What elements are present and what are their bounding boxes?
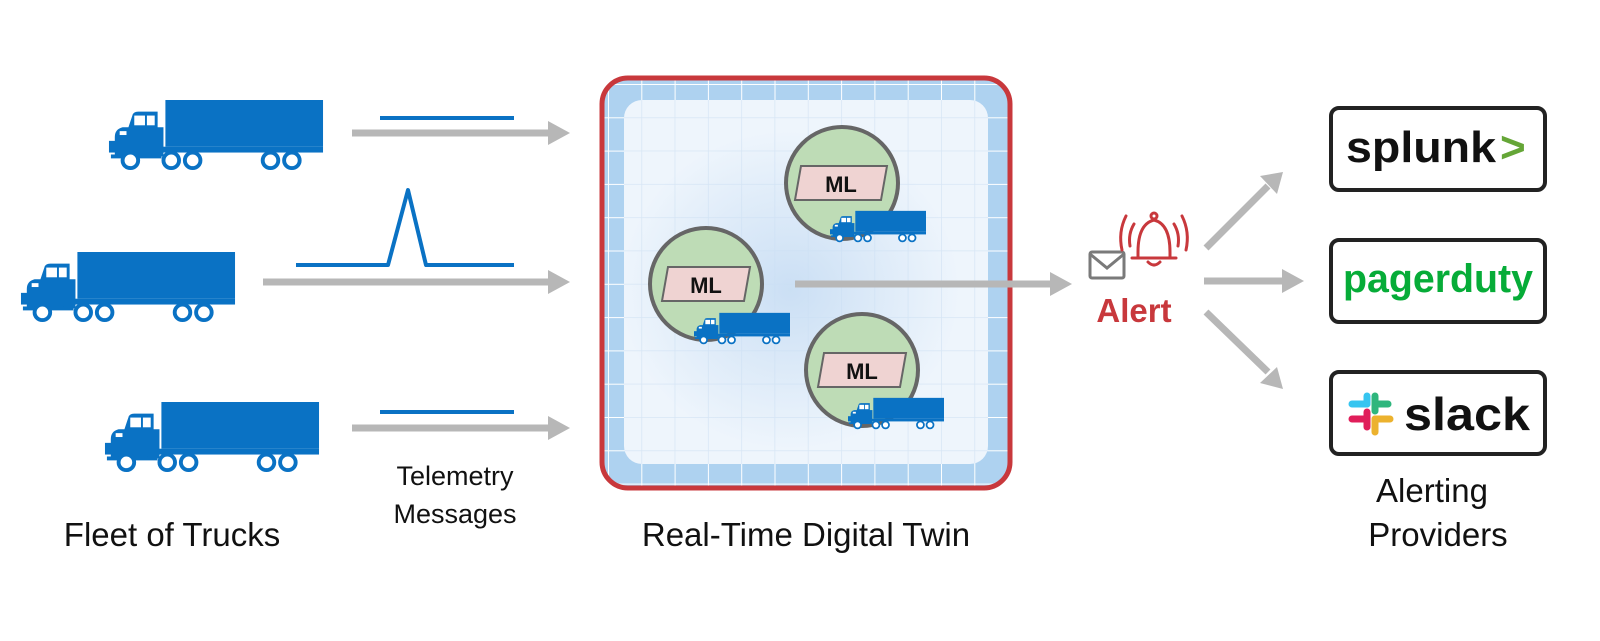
splunk-logo-text: splunk (1346, 123, 1497, 172)
provider-arrow (1203, 172, 1283, 251)
fleet-caption: Fleet of Trucks (64, 516, 280, 553)
ml-label: ML (846, 359, 878, 384)
provider-arrow (1203, 309, 1283, 389)
telemetry-arrow (263, 270, 570, 294)
ml-model: ML (648, 226, 790, 345)
telemetry-arrow (352, 416, 570, 440)
splunk-chevron: > (1500, 123, 1526, 172)
providers-caption-line2: Providers (1368, 516, 1507, 553)
ml-label: ML (690, 273, 722, 298)
provider-slack: slack (1329, 370, 1547, 456)
twin-output-arrow (795, 272, 1072, 296)
truck-icon (104, 402, 320, 473)
slack-logo-icon (1348, 392, 1394, 436)
provider-splunk: splunk > (1329, 106, 1547, 192)
telemetry-arrow (352, 121, 570, 145)
provider-arrow (1204, 269, 1304, 293)
truck-icon (108, 100, 324, 171)
truck-icon (20, 252, 236, 323)
pagerduty-logo-text: pagerduty (1343, 257, 1534, 301)
signal-spike (296, 188, 514, 267)
alarm-bell-icon (1119, 211, 1189, 267)
envelope-icon (1088, 250, 1126, 280)
ml-label: ML (825, 172, 857, 197)
twin-caption: Real-Time Digital Twin (642, 516, 970, 553)
slack-logo-text: slack (1404, 388, 1530, 440)
alert-label: Alert (1096, 292, 1171, 329)
provider-pagerduty: pagerduty (1329, 238, 1547, 324)
telemetry-caption-line1: Telemetry (396, 461, 514, 491)
ml-model: ML (804, 312, 944, 430)
ml-model: ML (784, 125, 926, 243)
telemetry-caption-line2: Messages (393, 499, 516, 529)
providers-caption-line1: Alerting (1376, 472, 1488, 509)
